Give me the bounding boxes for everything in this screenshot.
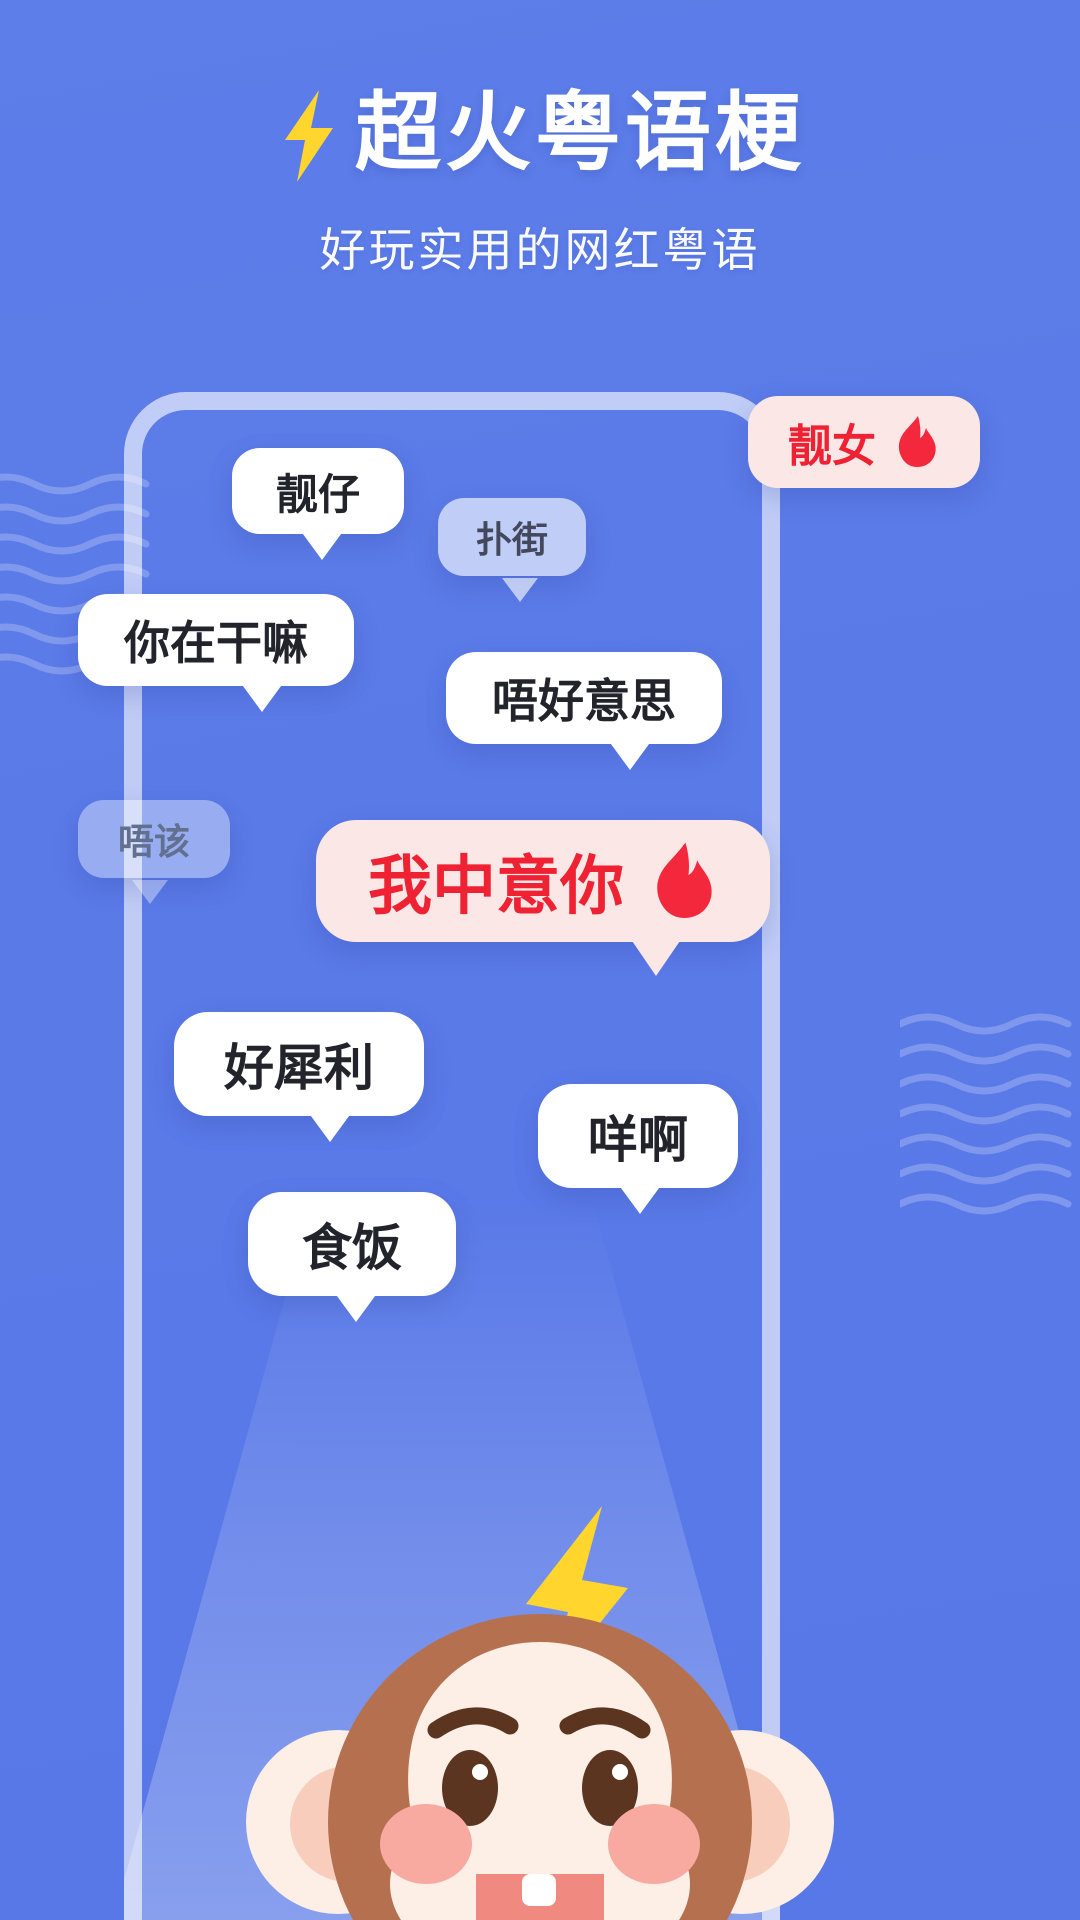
- chat-bubble-sikfaan[interactable]: 食饭: [248, 1192, 456, 1322]
- chat-bubble-text: 你在干嘛: [124, 617, 308, 669]
- chat-bubble-mgoi[interactable]: 唔该: [78, 800, 231, 904]
- monkey-mascot: [246, 1506, 834, 1920]
- chat-bubble-text: 扑街: [476, 519, 549, 560]
- page-subtitle: 好玩实用的网红粤语: [319, 224, 761, 276]
- lightning-bolt-icon: [526, 1506, 628, 1688]
- chat-bubble-leungnui[interactable]: 靓女: [748, 396, 980, 488]
- bubble-tail: [300, 530, 344, 560]
- bubble-tail: [608, 740, 652, 770]
- bubble-tail: [308, 1112, 352, 1142]
- flame-icon: [898, 416, 936, 467]
- chat-bubble-text: 好犀利: [224, 1040, 374, 1096]
- lightning-bolt-icon: [285, 90, 333, 182]
- bubble-tail: [334, 1292, 378, 1322]
- flame-icon: [657, 842, 712, 918]
- phone-frame: [124, 392, 780, 1920]
- chat-bubble-text: 唔该: [118, 821, 191, 862]
- chat-bubble-text: 唔好意思: [492, 675, 676, 727]
- bubble-tail: [618, 1184, 662, 1214]
- wave-lines-decoration-right: [900, 1013, 1072, 1215]
- poster-header: 超火粤语梗 好玩实用的网红粤语: [0, 0, 1080, 280]
- chat-bubble-meaa[interactable]: 咩啊: [538, 1084, 738, 1214]
- chat-bubble-text: 我中意你: [368, 850, 624, 922]
- bubble-tail: [240, 682, 284, 712]
- chat-bubble-text: 食饭: [302, 1220, 402, 1276]
- chat-bubble-text: 咩啊: [588, 1112, 688, 1168]
- chat-bubble-hosailei[interactable]: 好犀利: [174, 1012, 424, 1142]
- page-title: 超火粤语梗: [355, 84, 805, 181]
- chat-bubble-leungzai[interactable]: 靓仔: [232, 448, 405, 560]
- chat-bubble-neizaiganma[interactable]: 你在干嘛: [78, 594, 354, 712]
- chat-bubble-ngozhongyinei[interactable]: 我中意你: [316, 820, 770, 976]
- bubble-tail: [502, 578, 538, 602]
- chat-bubble-text: 靓仔: [276, 470, 361, 518]
- chat-bubble-text: 靓女: [788, 422, 876, 471]
- title-row: 超火粤语梗: [0, 82, 1080, 184]
- bubble-tail: [132, 880, 169, 904]
- chat-bubble-mgouyisi[interactable]: 唔好意思: [446, 652, 722, 770]
- chat-bubble-puugaai[interactable]: 扑街: [438, 498, 587, 602]
- bubble-tail: [630, 938, 682, 976]
